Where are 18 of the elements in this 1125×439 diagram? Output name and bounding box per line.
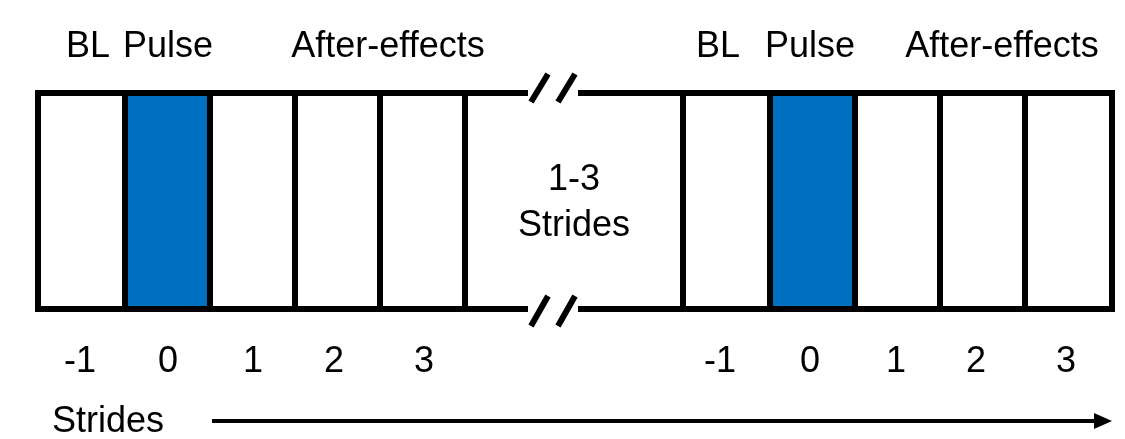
stride-number: 0 [800, 340, 820, 380]
phase-label: BL [696, 25, 740, 65]
phase-label: After-effects [905, 25, 1099, 65]
phase-label: Pulse [764, 25, 856, 65]
stride-number: 3 [414, 340, 434, 380]
stride-number: 2 [966, 340, 986, 380]
stride-number: -1 [704, 340, 736, 380]
stride-number: 1 [886, 340, 906, 380]
stride-number: -1 [64, 340, 96, 380]
phase-label: Pulse [122, 25, 214, 65]
phase-label: After-effects [291, 25, 485, 65]
cell-text: 1-3 Strides [516, 156, 631, 246]
stride-number: 2 [324, 340, 344, 380]
stride-number: 0 [158, 340, 178, 380]
stride-number: 3 [1056, 340, 1076, 380]
stride-number: 1 [243, 340, 263, 380]
phase-label: BL [66, 25, 110, 65]
axis-label: Strides [52, 400, 164, 439]
